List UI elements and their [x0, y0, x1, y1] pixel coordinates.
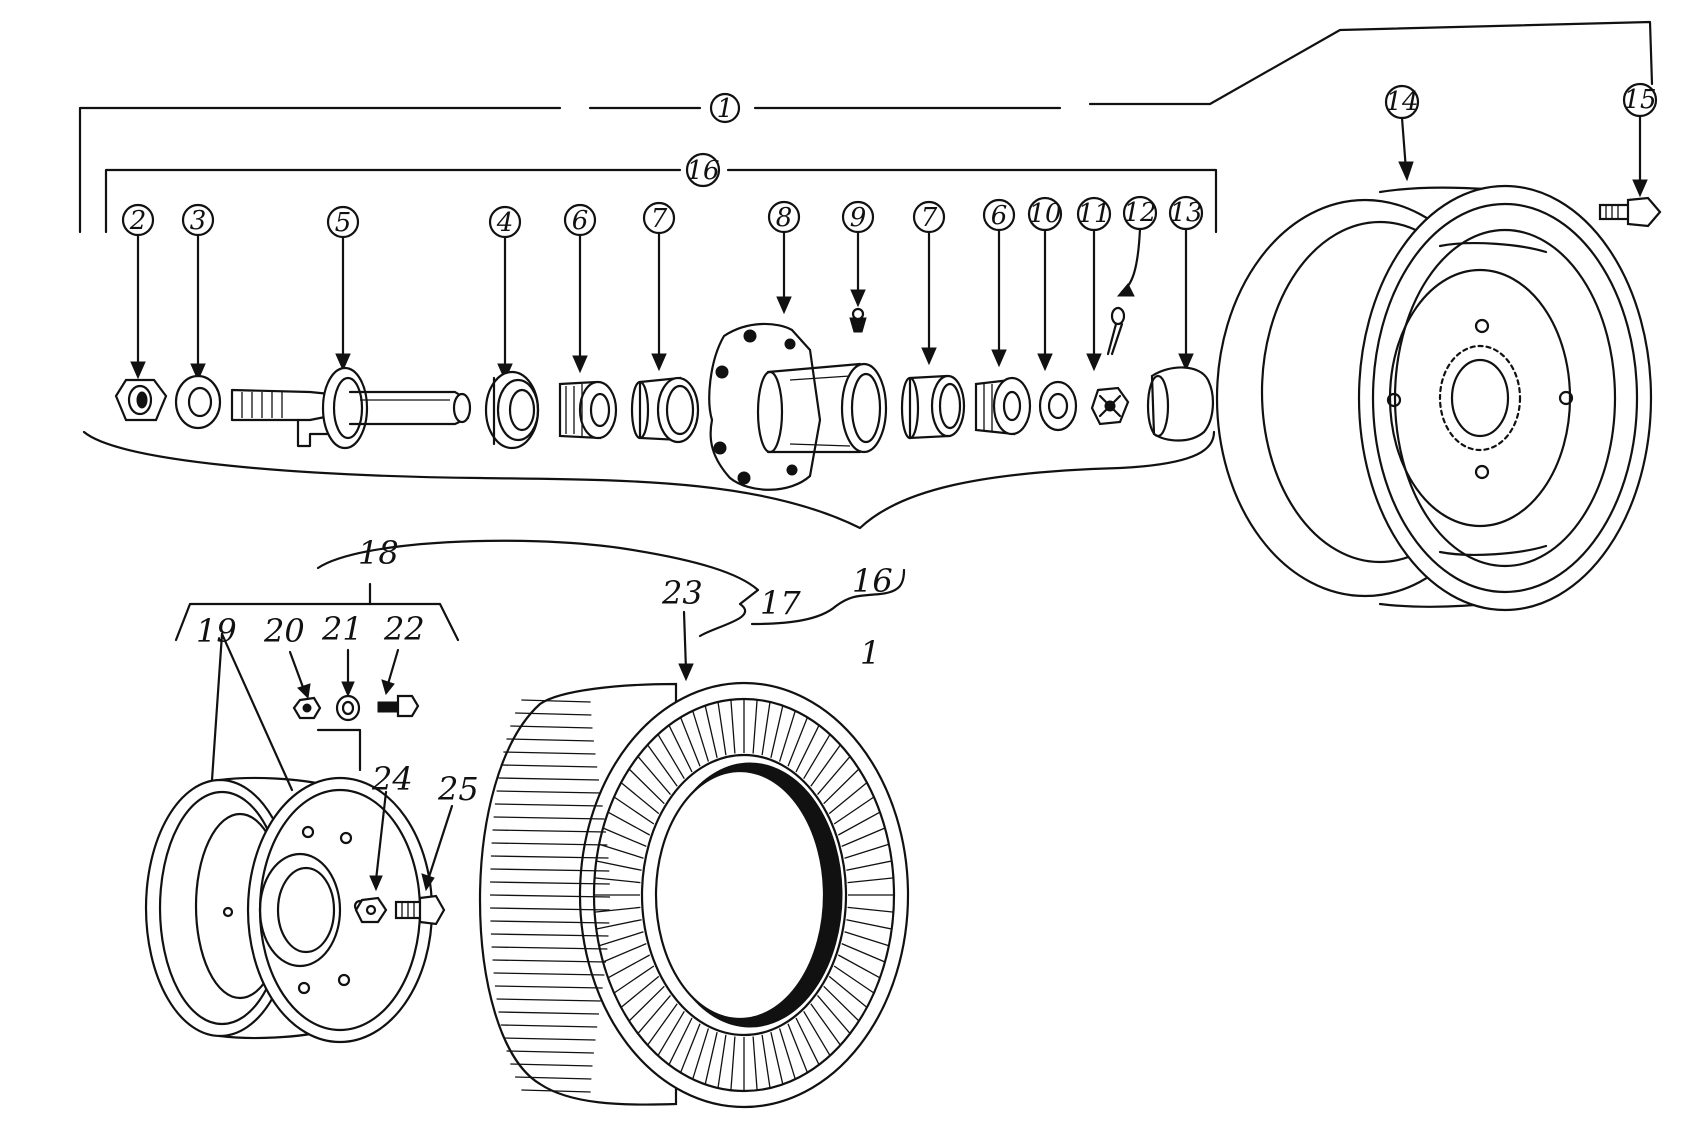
part-9-grease-fitting [849, 307, 867, 333]
part-6b-bearing-cone [974, 376, 1032, 436]
part-8-hub [708, 322, 888, 491]
lower-brace-group: 16 17 1 [316, 539, 906, 672]
callout-16: 16 [685, 152, 721, 188]
part-7b-bearing-cup [900, 374, 966, 440]
label-21: 21 [321, 610, 363, 648]
label-19: 19 [196, 612, 237, 650]
callout-5: 5 [326, 205, 360, 239]
part-12-cotter-pin [1106, 306, 1126, 356]
label-23: 23 [661, 574, 703, 612]
part-15-bolt [1598, 196, 1662, 228]
label-20: 20 [263, 612, 305, 650]
callout-9: 9 [841, 200, 875, 234]
callout-2: 2 [121, 203, 155, 237]
part-4-seal [484, 370, 540, 450]
label-1: 1 [860, 634, 880, 672]
callout-7b-text: 7 [921, 203, 938, 233]
part-11-castle-nut [1090, 386, 1130, 426]
callout-14-text: 14 [1385, 87, 1418, 117]
part-23-tire: 23 [478, 574, 910, 1109]
label-25: 25 [437, 770, 479, 808]
part-3-washer [174, 374, 222, 430]
callout-7a-text: 7 [651, 204, 668, 234]
callout-7a: 7 [642, 201, 676, 235]
part-13-hub-cap [1146, 366, 1214, 442]
callout-10-text: 10 [1028, 199, 1061, 229]
callout-2-text: 2 [129, 206, 147, 236]
label-16: 16 [852, 562, 893, 600]
part-22-bolt [316, 648, 420, 772]
tire-sidewall-lines [594, 699, 894, 1091]
bracket-assembly-16 [104, 168, 1218, 234]
label-18: 18 [358, 534, 399, 572]
callout-10: 10 [1027, 196, 1063, 232]
callout-4-text: 4 [496, 208, 514, 238]
callout-5-text: 5 [335, 208, 352, 238]
leader-arrows-top [130, 114, 1648, 382]
part-21-lockwasher [335, 648, 361, 722]
callout-11: 11 [1076, 196, 1112, 232]
label-17: 17 [760, 584, 801, 622]
callout-8: 8 [767, 200, 801, 234]
part-14-rim [1215, 184, 1653, 612]
callout-4: 4 [488, 205, 522, 239]
tire-tread-lines [489, 699, 611, 1093]
callout-8-text: 8 [776, 203, 793, 233]
callout-7b: 7 [912, 200, 946, 234]
callout-15: 15 [1622, 82, 1658, 118]
part-7a-bearing-cup [630, 376, 700, 444]
brace-assembly-16 [82, 430, 1216, 530]
callout-15-text: 15 [1623, 85, 1656, 115]
callout-1: 1 [709, 92, 741, 124]
callout-14: 14 [1384, 84, 1420, 120]
callout-13: 13 [1168, 195, 1204, 231]
callout-6b-text: 6 [991, 201, 1008, 231]
callout-6b: 6 [982, 198, 1016, 232]
part-2-hex-nut [114, 378, 168, 422]
part-6a-bearing-cone [558, 380, 618, 440]
label-22: 22 [383, 610, 425, 648]
callout-16-text: 16 [686, 156, 719, 186]
part-10-washer [1038, 380, 1078, 432]
callout-12: 12 [1122, 195, 1158, 231]
bracket-assembly-1 [78, 20, 1654, 234]
callout-12-text: 12 [1123, 198, 1156, 228]
callout-6a-text: 6 [572, 206, 589, 236]
callout-6a: 6 [563, 203, 597, 237]
label-24: 24 [371, 760, 413, 798]
part-5-spindle [230, 366, 472, 450]
callout-1-text: 1 [717, 94, 734, 124]
callout-9-text: 9 [850, 203, 867, 233]
part-24-nut: 24 [354, 760, 413, 924]
part-25-bolt: 25 [394, 770, 479, 926]
bracket-18: 18 19 20 21 22 [174, 534, 460, 650]
callout-3-text: 3 [190, 206, 207, 236]
part-20-nut [288, 650, 322, 720]
callout-11-text: 11 [1077, 199, 1110, 229]
callout-3: 3 [181, 203, 215, 237]
part-19-small-rim [144, 632, 434, 1044]
callout-13-text: 13 [1169, 198, 1202, 228]
